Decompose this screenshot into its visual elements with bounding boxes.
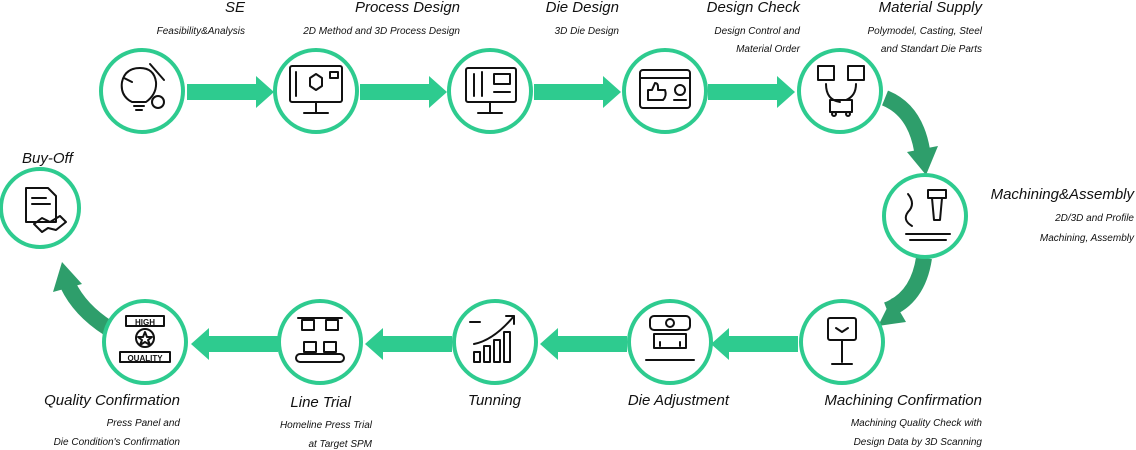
arrow-design-check-to-material [708,76,795,108]
title-quality-confirmation: Quality Confirmation [44,392,180,409]
step-design-check [622,48,708,134]
scanner-kiosk-icon [827,317,857,365]
supply-chain-icon [817,65,865,117]
conveyor-press-icon [295,317,345,363]
sub-quality-confirmation-1: Press Panel and [107,418,181,429]
arrow-line-trial-to-quality [191,328,278,360]
sub-line-trial-1: Homeline Press Trial [280,420,373,431]
title-tunning: Tunning [468,392,522,409]
sub-machining-assembly-1: 2D/3D and Profile [1054,213,1134,224]
step-process-design [273,48,359,134]
milling-cutter-icon [904,189,951,241]
arrow-process-to-die-design [360,76,447,108]
step-tunning [452,299,538,385]
sub-material-supply-1: Polymodel, Casting, Steel [867,26,982,37]
step-machining-confirmation [799,299,885,385]
handshake-document-icon [25,187,67,233]
idea-gear-icon [120,63,165,111]
step-se [99,48,185,134]
title-die-design: Die Design [546,0,619,16]
title-machining-assembly: Machining&Assembly [991,186,1136,203]
title-machining-confirmation: Machining Confirmation [824,392,982,409]
die-press-icon [645,315,695,361]
drafting-monitor-icon [465,67,517,114]
title-se: SE [225,0,246,16]
arrow-die-adjust-to-tunning [540,328,627,360]
sub-machining-assembly-2: Machining, Assembly [1040,233,1135,244]
title-material-supply: Material Supply [879,0,984,16]
title-buy-off: Buy-Off [22,150,75,167]
step-die-design [447,48,533,134]
arrow-die-design-to-design-check [534,76,621,108]
sub-design-check-1: Design Control and [714,26,800,37]
step-die-adjustment [627,299,713,385]
arrow-quality-to-buy-off [53,262,113,335]
sub-die-design-1: 3D Die Design [555,26,620,37]
sub-process-design-1: 2D Method and 3D Process Design [302,26,460,37]
step-buy-off [0,167,81,249]
sub-quality-confirmation-2: Die Condition's Confirmation [54,437,181,448]
arrow-material-to-machining [881,90,938,175]
title-line-trial: Line Trial [290,394,351,411]
step-material-supply [797,48,883,134]
approval-window-icon [639,69,691,109]
3d-process-monitor-icon [289,65,343,114]
arrow-machining-conf-to-die-adjust [711,328,798,360]
sub-design-check-2: Material Order [736,44,801,55]
sub-line-trial-2: at Target SPM [308,439,372,450]
step-quality-confirmation: HIGH QUALITY [102,299,188,385]
sub-machining-confirmation-2: Design Data by 3D Scanning [854,437,983,448]
arrow-tunning-to-line-trial [365,328,452,360]
badge-bottom-text: QUALITY [127,354,163,363]
title-die-adjustment: Die Adjustment [628,392,730,409]
sub-se-1: Feasibility&Analysis [157,26,245,37]
step-machining-assembly [882,173,968,259]
arrow-se-to-process [187,76,274,108]
arrow-machining-to-machining-conf [878,256,932,326]
sub-material-supply-2: and Standart Die Parts [881,44,982,55]
badge-top-text: HIGH [135,318,155,327]
title-process-design: Process Design [355,0,460,16]
quality-badge-icon: HIGH QUALITY [119,315,171,363]
sub-machining-confirmation-1: Machining Quality Check with [851,418,983,429]
growth-chart-icon [469,315,515,363]
title-design-check: Design Check [707,0,802,16]
step-line-trial [277,299,363,385]
